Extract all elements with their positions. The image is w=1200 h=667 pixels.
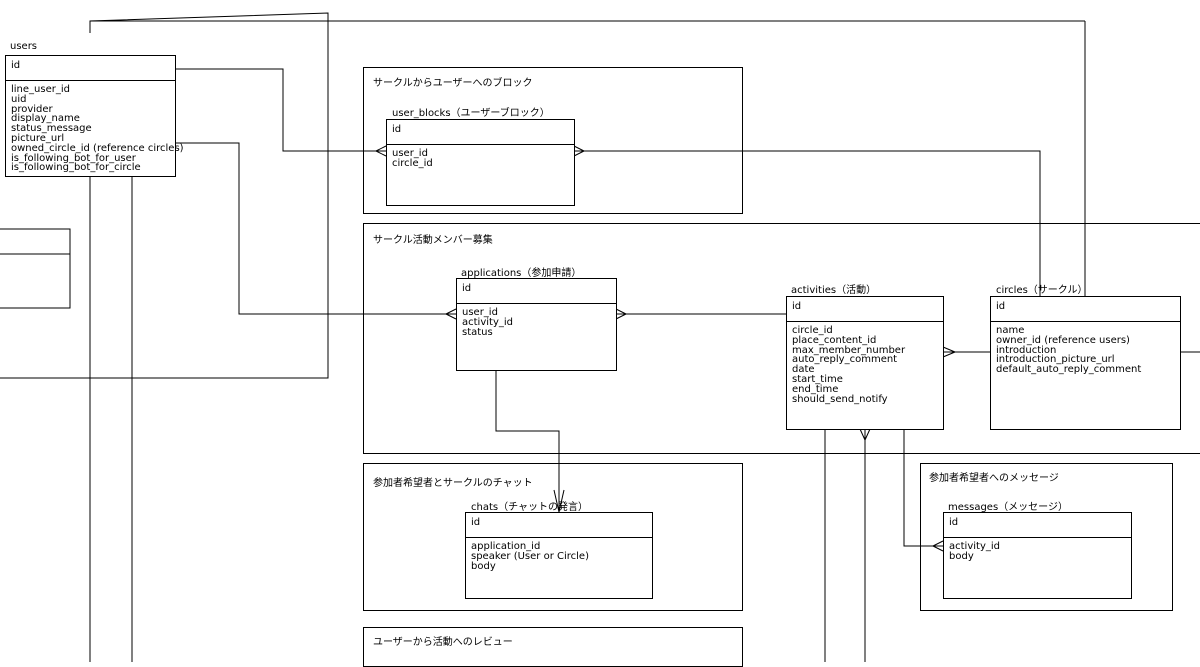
pk-user-blocks: id — [387, 120, 574, 145]
table-name-users: users — [10, 41, 38, 52]
field: activity_id — [949, 541, 1000, 552]
field: user_id — [392, 148, 428, 159]
field: line_user_id — [11, 84, 70, 95]
field: should_send_notify — [792, 393, 888, 405]
pk-chats: id — [466, 513, 652, 538]
field: introduction_picture_url — [996, 354, 1115, 366]
field: introduction — [996, 344, 1057, 356]
field: default_auto_reply_comment — [996, 364, 1142, 376]
rel-activities-messages — [903, 429, 943, 547]
group-label-review: ユーザーから活動へのレビュー — [373, 637, 513, 648]
field: date — [792, 364, 815, 376]
table-name-circles: circles（サークル） — [996, 285, 1088, 296]
field: picture_url — [11, 132, 65, 144]
field: body — [471, 560, 496, 572]
field: end_time — [792, 383, 839, 395]
field: status — [462, 326, 493, 338]
field: is_following_bot_for_circle — [11, 162, 141, 174]
field: name — [996, 325, 1025, 336]
field: application_id — [471, 541, 541, 552]
field: speaker (User or Circle) — [471, 550, 589, 562]
field: owned_circle_id (reference circles) — [11, 142, 184, 154]
group-user-blocks — [363, 67, 743, 214]
field: user_id — [462, 307, 498, 318]
group-label-recruit: サークル活動メンバー募集 — [373, 235, 493, 246]
group-recruit — [363, 223, 1200, 454]
field: uid — [11, 93, 27, 105]
field: circle_id — [392, 157, 433, 169]
field: owner_id (reference users) — [996, 334, 1130, 346]
group-message — [920, 463, 1173, 611]
rel-users-userblocks — [175, 68, 386, 152]
rel-users-applications — [175, 142, 456, 315]
group-label-message: 参加者希望者へのメッセージ — [929, 473, 1059, 484]
table-name-activities: activities（活動） — [791, 285, 877, 296]
users-group-outline — [0, 12, 329, 379]
partial-table-outline — [0, 228, 71, 309]
group-label-user-blocks: サークルからユーザーへのブロック — [373, 78, 533, 89]
field: place_content_id — [792, 334, 877, 346]
pk-applications: id — [457, 279, 616, 304]
pk-circles: id — [991, 297, 1180, 322]
field: provider — [11, 103, 53, 115]
rel-applications-chats — [495, 370, 560, 512]
table-name-messages: messages（メッセージ） — [948, 502, 1068, 513]
pk-messages: id — [944, 513, 1131, 538]
table-name-user-blocks: user_blocks（ユーザーブロック） — [392, 108, 550, 119]
field: start_time — [792, 373, 843, 385]
group-chat — [363, 463, 743, 611]
field: auto_reply_comment — [792, 354, 898, 366]
field: circle_id — [792, 325, 833, 336]
group-label-chat: 参加者希望者とサークルのチャット — [373, 478, 533, 489]
pk-activities: id — [787, 297, 943, 322]
field: display_name — [11, 113, 80, 125]
field: max_member_number — [792, 344, 906, 356]
field: status_message — [11, 123, 92, 135]
field: body — [949, 550, 974, 562]
pk-users: id — [6, 56, 175, 81]
table-name-chats: chats（チャットの発言） — [471, 502, 588, 513]
field: is_following_bot_for_user — [11, 152, 136, 164]
rel-userblocks-circles — [574, 150, 1041, 296]
table-name-applications: applications（参加申請） — [461, 268, 582, 279]
field: activity_id — [462, 316, 513, 328]
